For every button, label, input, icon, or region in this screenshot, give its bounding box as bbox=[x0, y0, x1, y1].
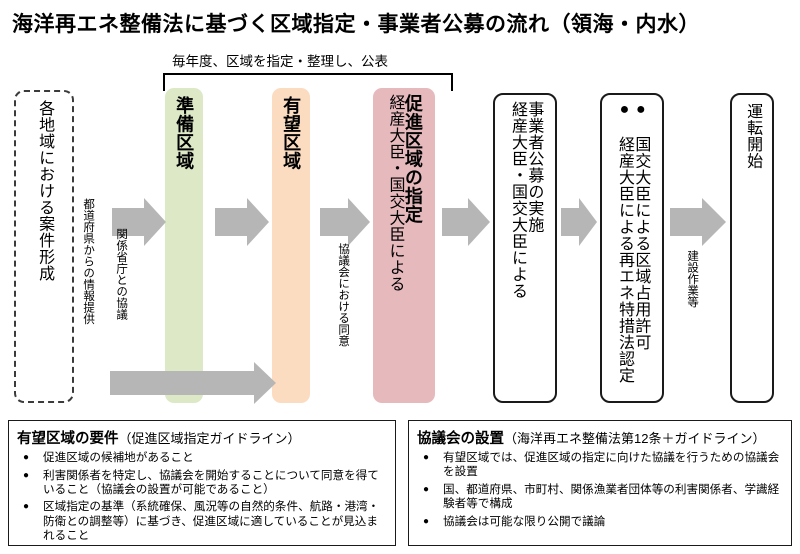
panel-title-council: 協議会の設置（海洋再エネ整備法第12条＋ガイドライン） bbox=[417, 427, 783, 448]
panel-council-establishment: 協議会の設置（海洋再エネ整備法第12条＋ガイドライン） ● 有望区域では、促進区… bbox=[408, 420, 792, 546]
flow-box-promotion-zone-sublabel: 経産大臣・国交大臣による bbox=[386, 94, 404, 292]
bullet-icon: ● bbox=[23, 469, 30, 481]
list-item: ● 利害関係者を特定し、協議会を開始することについて同意を得ていること（協議会の… bbox=[17, 469, 387, 498]
flow-box-area-formation-label: 各地域における案件形成 bbox=[36, 100, 54, 282]
flow-box-operator-tender-label: 事業者公募の実施 bbox=[525, 101, 543, 233]
flow-box-preparation-zone-label: 準備区域 bbox=[174, 96, 195, 170]
flow-box-promising-zone-label: 有望区域 bbox=[281, 96, 302, 170]
annotation-council-consent: 協議会における同意 bbox=[337, 243, 350, 347]
flow-box-promising-zone: 有望区域 bbox=[272, 88, 310, 403]
bullet-icon: ● bbox=[23, 501, 30, 513]
bracket-shape bbox=[163, 73, 453, 91]
arrow-to-promotion-zone bbox=[320, 198, 370, 246]
list-item: ● 区域指定の基準（系統確保、風況等の自然的条件、航路・港湾・防衛との調整等）に… bbox=[17, 500, 387, 543]
arrow-to-operator-tender bbox=[442, 198, 490, 246]
panel-title-strong: 有望区域の要件 bbox=[17, 431, 119, 447]
panel-title-strong: 協議会の設置 bbox=[417, 431, 504, 447]
annotation-prefecture-info: 都道府県からの情報提供 bbox=[82, 198, 95, 325]
list-item-text: 区域指定の基準（系統確保、風況等の自然的条件、航路・港湾・防衛との調整等）に基づ… bbox=[43, 500, 380, 543]
arrow-to-certification-permit bbox=[561, 198, 597, 246]
flow-box-operation-start-label: 運転開始 bbox=[744, 103, 762, 169]
flow-box-operation-start: 運転開始 bbox=[730, 93, 774, 403]
flow-box-certification-permit: ● 国交大臣による区域占用許可 ● 経産大臣による再エネ特措法認定 bbox=[600, 93, 664, 403]
list-item: ● 協議会は可能な限り公開で議論 bbox=[417, 515, 783, 530]
arrow-to-preparation-zone bbox=[112, 198, 166, 246]
bullet-icon: ● bbox=[423, 515, 430, 527]
panel-promising-zone-requirements: 有望区域の要件（促進区域指定ガイドライン） ● 促進区域の候補地があること ● … bbox=[8, 420, 396, 546]
flow-box-area-formation: 各地域における案件形成 bbox=[14, 90, 74, 403]
panel-title-sub: （促進区域指定ガイドライン） bbox=[118, 431, 301, 446]
annotation-ministry-consult: 関係省庁との協議 bbox=[115, 228, 128, 320]
panel-title-sub: （海洋再エネ整備法第12条＋ガイドライン） bbox=[504, 431, 766, 446]
flow-box-certification-permit-label: ● 国交大臣による区域占用許可 bbox=[632, 101, 650, 351]
flow-box-promotion-zone: 促進区域の指定 経産大臣・国交大臣による bbox=[373, 88, 435, 403]
list-item-text: 利害関係者を特定し、協議会を開始することについて同意を得ていること（協議会の設置… bbox=[43, 468, 379, 496]
panel-title-promising-zone: 有望区域の要件（促進区域指定ガイドライン） bbox=[17, 427, 387, 448]
bullet-icon: ● bbox=[423, 452, 430, 463]
list-item: ● 国、都道府県、市町村、関係漁業者団体等の利害関係者、学識経験者等で構成 bbox=[417, 483, 783, 512]
bullet-icon: ● bbox=[423, 483, 430, 495]
flow-box-preparation-zone: 準備区域 bbox=[165, 88, 203, 403]
list-item: ● 有望区域では、促進区域の指定に向けた協議を行うための協議会を設置 bbox=[417, 451, 783, 480]
flow-box-certification-permit-sublabel: ● 経産大臣による再エネ特措法認定 bbox=[616, 101, 633, 384]
flow-box-promotion-zone-label: 促進区域の指定 bbox=[402, 94, 423, 224]
bullet-icon: ● bbox=[23, 452, 30, 463]
list-item-text: 国、都道府県、市町村、関係漁業者団体等の利害関係者、学識経験者等で構成 bbox=[443, 482, 780, 511]
list-item-text: 有望区域では、促進区域の指定に向けた協議を行うための協議会を設置 bbox=[443, 451, 780, 479]
flow-box-operator-tender: 事業者公募の実施 経産大臣・国交大臣による bbox=[493, 93, 557, 403]
arrow-long-to-promising-zone bbox=[110, 362, 276, 404]
annotation-construction-work: 建設作業等 bbox=[686, 250, 699, 308]
flow-box-operator-tender-sublabel: 経産大臣・国交大臣による bbox=[509, 101, 526, 299]
list-item-text: 促進区域の候補地があること bbox=[43, 451, 194, 464]
arrow-to-operation-start bbox=[670, 198, 726, 246]
arrow-to-promising-zone bbox=[215, 198, 269, 246]
page-title: 海洋再エネ整備法に基づく区域指定・事業者公募の流れ（領海・内水） bbox=[12, 13, 700, 36]
list-item-text: 協議会は可能な限り公開で議論 bbox=[443, 514, 606, 528]
list-item: ● 促進区域の候補地があること bbox=[17, 451, 387, 466]
bracket-caption: 毎年度、区域を指定・整理し、公表 bbox=[172, 54, 388, 69]
